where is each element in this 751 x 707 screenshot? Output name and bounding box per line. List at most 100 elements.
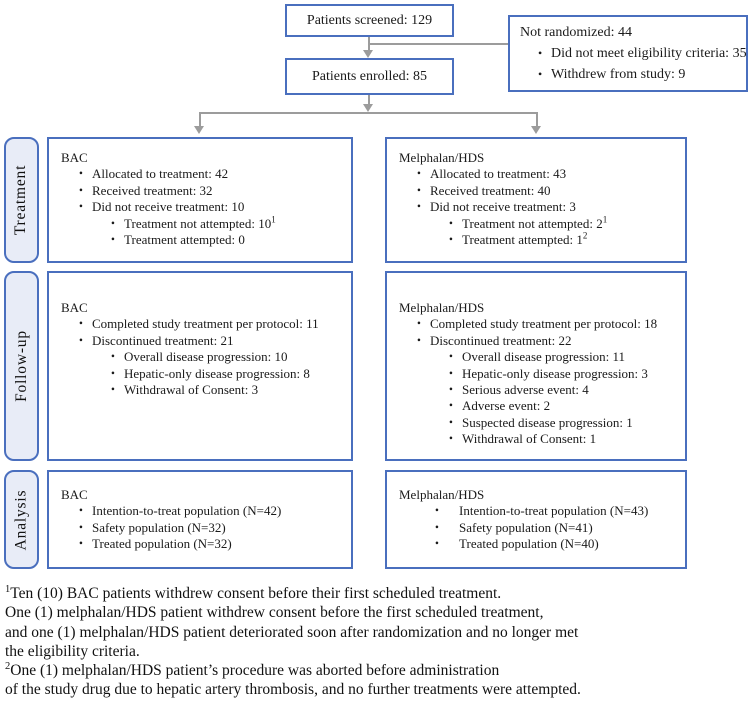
bullet-item: • Serious adverse event: 4 (399, 382, 679, 398)
bullet-item: •Treatment not attempted: 21 (399, 214, 679, 232)
bullet-dot-icon: • (538, 67, 543, 81)
bullet-item: • Treated population (N=40) (399, 536, 679, 552)
bullet-item: •Overall disease progression: 11 (399, 349, 679, 365)
bullet-item: • Did not meet eligibility criteria: 35 (520, 43, 747, 64)
footnote-line: of the study drug due to hepatic artery … (5, 681, 581, 699)
bullet-text: Allocated to treatment: 43 (430, 166, 567, 182)
stage-label-analysis: Analysis (4, 470, 39, 569)
treatment-bac-title: BAC (61, 150, 88, 165)
bullet-item: •Completed study treatment per protocol:… (61, 316, 345, 332)
bullet-item: •Hepatic-only disease progression: 3 (399, 366, 679, 382)
patients-enrolled-box: Patients enrolled: 85 (285, 58, 454, 95)
arrow-into-bac-icon (194, 126, 204, 134)
bullet-text: Discontinued treatment: 21 (92, 332, 234, 348)
bullet-item: • Overall disease progression: 10 (61, 349, 345, 365)
bullet-dot-icon: • (79, 318, 83, 331)
bullet-item: • Suspected disease progression: 1 (399, 415, 679, 431)
footnote-line: and one (1) melphalan/HDS patient deteri… (5, 623, 579, 641)
treatment-melphalan-box: Melphalan/HDS • Allocated to treatment: 4… (385, 137, 687, 263)
bullet-item: •Treated population (N=32) (61, 536, 345, 552)
not-randomized-title: Not randomized: 44 (520, 25, 632, 40)
bullet-text: Withdrew from study: 9 (551, 67, 686, 82)
bullet-dot-icon: • (417, 168, 421, 181)
bullet-item: • Completed study treatment per protocol:… (399, 316, 679, 332)
bullet-dot-icon: • (79, 538, 83, 551)
bullet-item: •Safety population (N=32) (61, 520, 345, 536)
bullet-text: Overall disease progression: 10 (124, 349, 288, 365)
bullet-dot-icon: • (417, 184, 421, 197)
bullet-dot-icon: • (111, 384, 115, 397)
branch-horizontal-line (199, 112, 538, 114)
bullet-dot-icon: • (79, 521, 83, 534)
bullet-dot-icon: • (449, 384, 453, 397)
bullet-dot-icon: • (79, 505, 83, 518)
footnote-line: 2One (1) melphalan/HDS patient’s procedu… (5, 661, 500, 680)
arrow-down-to-enrolled-icon (363, 50, 373, 58)
bullet-item: •Safety population (N=41) (399, 520, 679, 536)
connector-to-not-randomized-line (369, 43, 508, 45)
bullet-dot-icon: • (538, 46, 543, 60)
bullet-text: Suspected disease progression: 1 (462, 414, 633, 430)
followup-bac-list: •Completed study treatment per protocol:… (61, 316, 345, 398)
bullet-dot-icon: • (449, 400, 453, 413)
treatment-melphalan-list: • Allocated to treatment: 43•Received tre… (399, 166, 679, 248)
bullet-item: • Adverse event: 2 (399, 398, 679, 414)
bullet-item: • Did not receive treatment: 10 (61, 199, 345, 215)
bullet-dot-icon: • (79, 168, 83, 181)
bullet-item: • Allocated to treatment: 42 (61, 166, 345, 182)
bullet-dot-icon: • (449, 433, 453, 446)
bullet-dot-icon: • (111, 351, 115, 364)
bullet-dot-icon: • (449, 234, 453, 247)
bullet-item: •Received treatment: 32 (61, 183, 345, 199)
not-randomized-box: Not randomized: 44 • Did not meet eligibi… (508, 15, 748, 92)
bullet-text: Allocated to treatment: 42 (92, 166, 229, 182)
followup-melphalan-title: Melphalan/HDS (399, 300, 485, 315)
bullet-item: • Treatment attempted: 0 (61, 232, 345, 248)
arrow-down-to-branch-icon (363, 104, 373, 112)
bullet-item: •Received treatment: 40 (399, 183, 679, 199)
patients-screened-box: Patients screened: 129 (285, 4, 454, 37)
bullet-text: Did not meet eligibility criteria: 35 (551, 46, 747, 61)
stage-label-followup: Follow-up (4, 271, 39, 461)
patients-enrolled-text: Patients enrolled: 85 (311, 68, 428, 84)
bullet-text: Treatment not attempted: 21 (462, 214, 608, 231)
bullet-item: • Discontinued treatment: 22 (399, 333, 679, 349)
bullet-text: Treatment attempted: 0 (124, 232, 245, 248)
stage-label-treatment-text: Treatment (12, 164, 30, 236)
followup-melphalan-list: • Completed study treatment per protocol:… (399, 316, 679, 447)
bullet-item: • Withdrew from study: 9 (520, 64, 740, 85)
bullet-text: Treated population (N=40) (459, 536, 599, 552)
branch-right-down-line (536, 114, 538, 127)
bullet-dot-icon: • (111, 217, 115, 230)
branch-left-down-line (199, 114, 201, 127)
followup-bac-title: BAC (61, 300, 88, 315)
bullet-text: Hepatic-only disease progression: 8 (124, 365, 310, 381)
bullet-item: •Intention-to-treat population (N=42) (61, 503, 345, 519)
bullet-dot-icon: • (79, 201, 83, 214)
bullet-item: •Withdrawal of Consent: 3 (61, 382, 345, 398)
followup-bac-box: BAC •Completed study treatment per proto… (47, 271, 353, 461)
bullet-text: Completed study treatment per protocol: … (430, 316, 658, 332)
bullet-item: •Discontinued treatment: 21 (61, 333, 345, 349)
bullet-dot-icon: • (449, 351, 453, 364)
bullet-dot-icon: • (417, 334, 421, 347)
bullet-item: • Withdrawal of Consent: 1 (399, 431, 679, 447)
bullet-text: Serious adverse event: 4 (462, 382, 589, 398)
bullet-text: Discontinued treatment: 22 (430, 332, 572, 348)
analysis-melphalan-box: Melphalan/HDS •Intention-to-treat popula… (385, 470, 687, 569)
bullet-dot-icon: • (111, 234, 115, 247)
treatment-melphalan-title: Melphalan/HDS (399, 150, 485, 165)
treatment-bac-list: • Allocated to treatment: 42•Received tre… (61, 166, 345, 248)
analysis-bac-list: •Intention-to-treat population (N=42)•Sa… (61, 503, 345, 552)
bullet-dot-icon: • (435, 538, 439, 551)
analysis-melphalan-title: Melphalan/HDS (399, 487, 485, 502)
footnote-line: the eligibility criteria. (5, 642, 140, 660)
bullet-text: Withdrawal of Consent: 1 (462, 431, 597, 447)
bullet-text: Did not receive treatment: 10 (92, 199, 245, 215)
patients-screened-text: Patients screened: 129 (306, 12, 433, 28)
bullet-dot-icon: • (417, 318, 421, 331)
stage-label-followup-text: Follow-up (12, 330, 30, 402)
bullet-dot-icon: • (449, 416, 453, 429)
bullet-text: Adverse event: 2 (462, 398, 551, 414)
